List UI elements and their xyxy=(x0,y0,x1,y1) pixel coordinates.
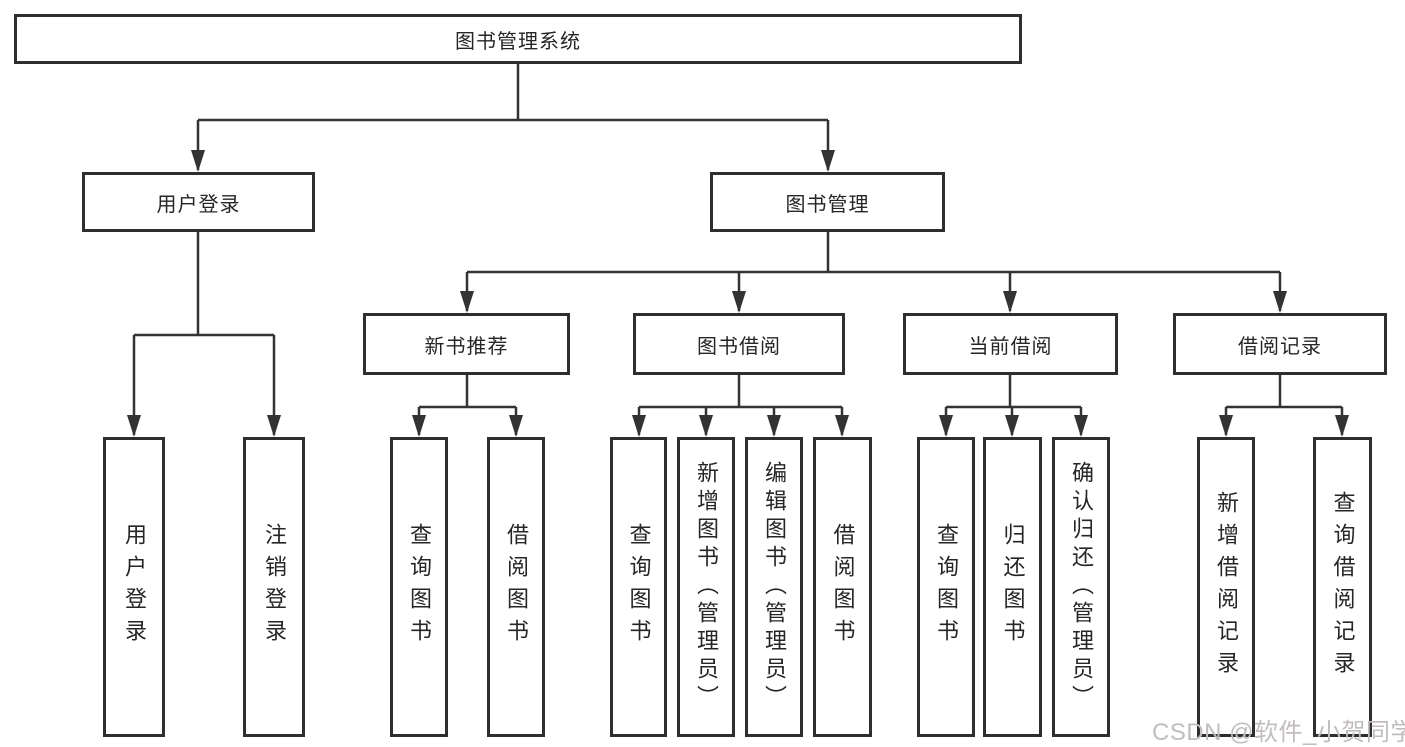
leaf-cb-query-books: 查询图书 xyxy=(917,437,975,737)
leaf-bb-query-books: 查询图书 xyxy=(610,437,667,737)
node-book-management: 图书管理 xyxy=(710,172,945,232)
node-current-borrow: 当前借阅 xyxy=(903,313,1118,375)
leaf-logout: 注销登录 xyxy=(243,437,305,737)
node-book-borrow: 图书借阅 xyxy=(633,313,845,375)
leaf-bb-add-books-admin: 新增图书（管理员） xyxy=(677,437,735,737)
watermark: CSDN @软件_小贺同学 xyxy=(1152,719,1405,746)
leaf-cb-return-books: 归还图书 xyxy=(983,437,1042,737)
node-root: 图书管理系统 xyxy=(14,14,1022,64)
leaf-bb-borrow-books: 借阅图书 xyxy=(813,437,872,737)
node-user-login: 用户登录 xyxy=(82,172,315,232)
leaf-user-login: 用户登录 xyxy=(103,437,165,737)
node-new-book-recommend: 新书推荐 xyxy=(363,313,570,375)
leaf-br-add-record: 新增借阅记录 xyxy=(1197,437,1255,737)
leaf-nb-query-books: 查询图书 xyxy=(390,437,448,737)
leaf-br-query-record: 查询借阅记录 xyxy=(1313,437,1372,737)
node-borrow-records: 借阅记录 xyxy=(1173,313,1387,375)
leaf-cb-confirm-return-admin: 确认归还（管理员） xyxy=(1052,437,1110,737)
leaf-bb-edit-books-admin: 编辑图书（管理员） xyxy=(745,437,803,737)
leaf-nb-borrow-books: 借阅图书 xyxy=(487,437,545,737)
